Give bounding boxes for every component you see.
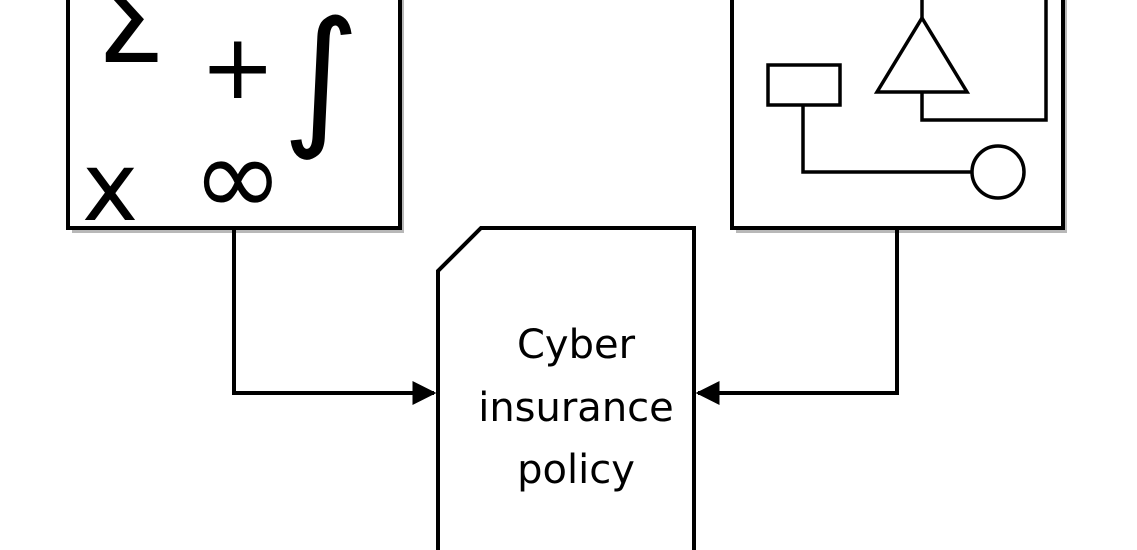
infinity-symbol: ∞ (192, 113, 284, 241)
policy-line-3: policy (517, 447, 635, 493)
output-wire (920, 0, 1048, 122)
math-symbols-box: Σ + ∫ x ∞ (66, 0, 404, 243)
left-connector-arrow (232, 228, 437, 405)
plus-symbol: + (200, 15, 275, 120)
circuit-diagram-box (730, 0, 1067, 233)
document-shape (436, 226, 696, 550)
x-symbol: x (82, 133, 138, 243)
policy-document: Cyber insurance policy (436, 226, 696, 550)
policy-line-1: Cyber (517, 322, 636, 368)
right-connector-arrow (695, 228, 899, 405)
integral-symbol: ∫ (282, 0, 360, 164)
policy-line-2: insurance (478, 385, 674, 431)
sigma-symbol: Σ (95, 0, 165, 88)
connection-wire (801, 105, 972, 174)
